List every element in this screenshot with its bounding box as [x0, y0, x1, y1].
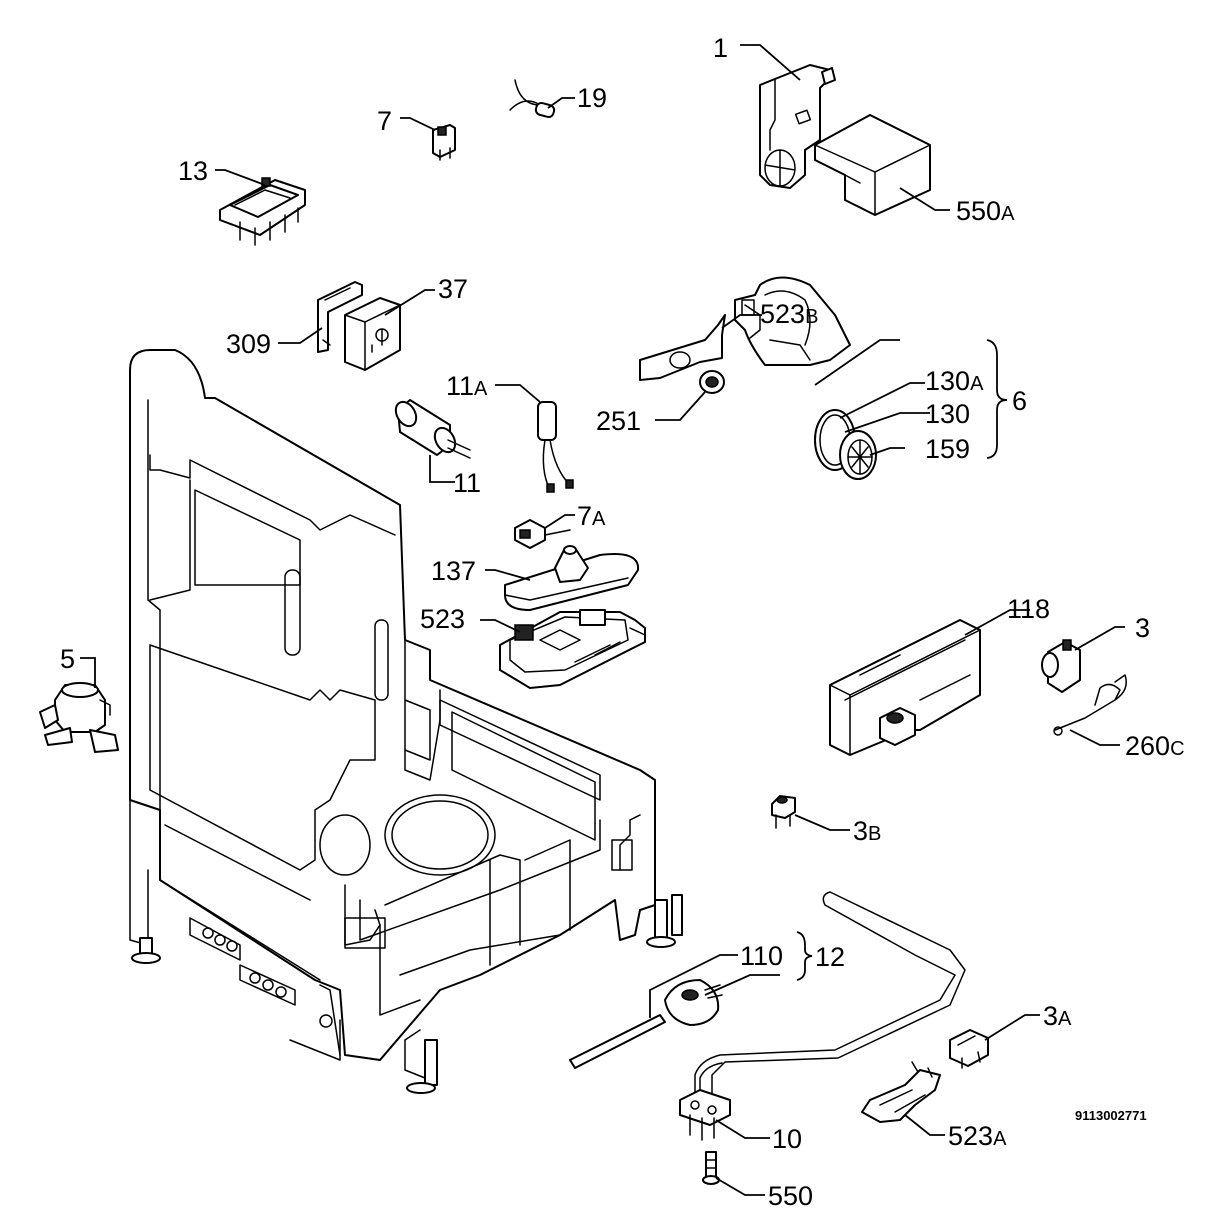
part-3a-clip — [949, 1029, 989, 1069]
label-550a: 550A — [956, 196, 1015, 226]
part-3-switch — [1041, 639, 1081, 693]
label-3b: 3B — [853, 816, 881, 846]
part-110-pressure-switch — [569, 979, 723, 1069]
part-6-pump — [734, 276, 877, 480]
label-6: 6 — [1012, 386, 1027, 416]
label-159: 159 — [925, 434, 970, 464]
part-260c-wire — [1053, 674, 1127, 736]
label-130: 130 — [925, 399, 970, 429]
label-523b: 523B — [760, 299, 818, 329]
leader-lines — [80, 44, 1125, 1196]
label-137: 137 — [431, 556, 476, 586]
part-19-sensor — [509, 79, 556, 119]
label-550: 550 — [768, 1181, 813, 1211]
part-309-bracket — [317, 281, 363, 353]
label-11: 11 — [453, 468, 481, 498]
label-3: 3 — [1135, 613, 1150, 643]
label-13: 13 — [178, 156, 208, 186]
part-3b-switch — [771, 795, 796, 829]
label-260c: 260C — [1125, 731, 1185, 761]
part-7a-switch — [514, 519, 571, 549]
label-7a: 7A — [577, 501, 606, 531]
label-523a: 523A — [948, 1121, 1007, 1151]
label-19: 19 — [577, 83, 607, 113]
label-130a: 130A — [925, 366, 984, 396]
part-1-bracket — [759, 64, 836, 189]
label-10: 10 — [772, 1124, 802, 1154]
callout-labels: 1 7 19 13 550A 37 309 523B 11A 130A 6 25… — [60, 33, 1185, 1211]
label-110: 110 — [740, 941, 783, 971]
brace-group-12 — [796, 931, 813, 981]
part-523-tray — [499, 609, 646, 689]
part-523b-plate — [639, 314, 726, 381]
label-11a: 11A — [446, 371, 488, 401]
part-523a-bracket — [861, 1061, 941, 1123]
part-11-capacitor — [394, 399, 471, 459]
part-11a-suppressor — [537, 401, 574, 493]
part-7-switch — [432, 124, 456, 161]
label-118: 118 — [1007, 594, 1050, 624]
brace-group-6 — [986, 339, 1008, 459]
label-5: 5 — [60, 644, 75, 674]
part-10-heater — [679, 891, 966, 1141]
part-550a-control-box — [814, 114, 931, 216]
label-523: 523 — [420, 604, 465, 634]
part-118-dispenser — [829, 619, 981, 756]
part-37-module — [344, 297, 401, 371]
label-1: 1 — [713, 33, 728, 63]
label-251: 251 — [596, 406, 641, 436]
part-137-cover — [504, 545, 640, 611]
label-37: 37 — [438, 274, 468, 304]
part-251-plug — [699, 370, 725, 394]
label-3a: 3A — [1043, 1001, 1072, 1031]
label-309: 309 — [226, 329, 271, 359]
tub-frame — [129, 349, 683, 1094]
label-7: 7 — [377, 106, 392, 136]
document-number: 9113002771 — [1075, 1108, 1147, 1123]
part-5-valve — [39, 682, 119, 753]
label-12: 12 — [815, 942, 845, 972]
part-13-connector — [219, 177, 306, 246]
